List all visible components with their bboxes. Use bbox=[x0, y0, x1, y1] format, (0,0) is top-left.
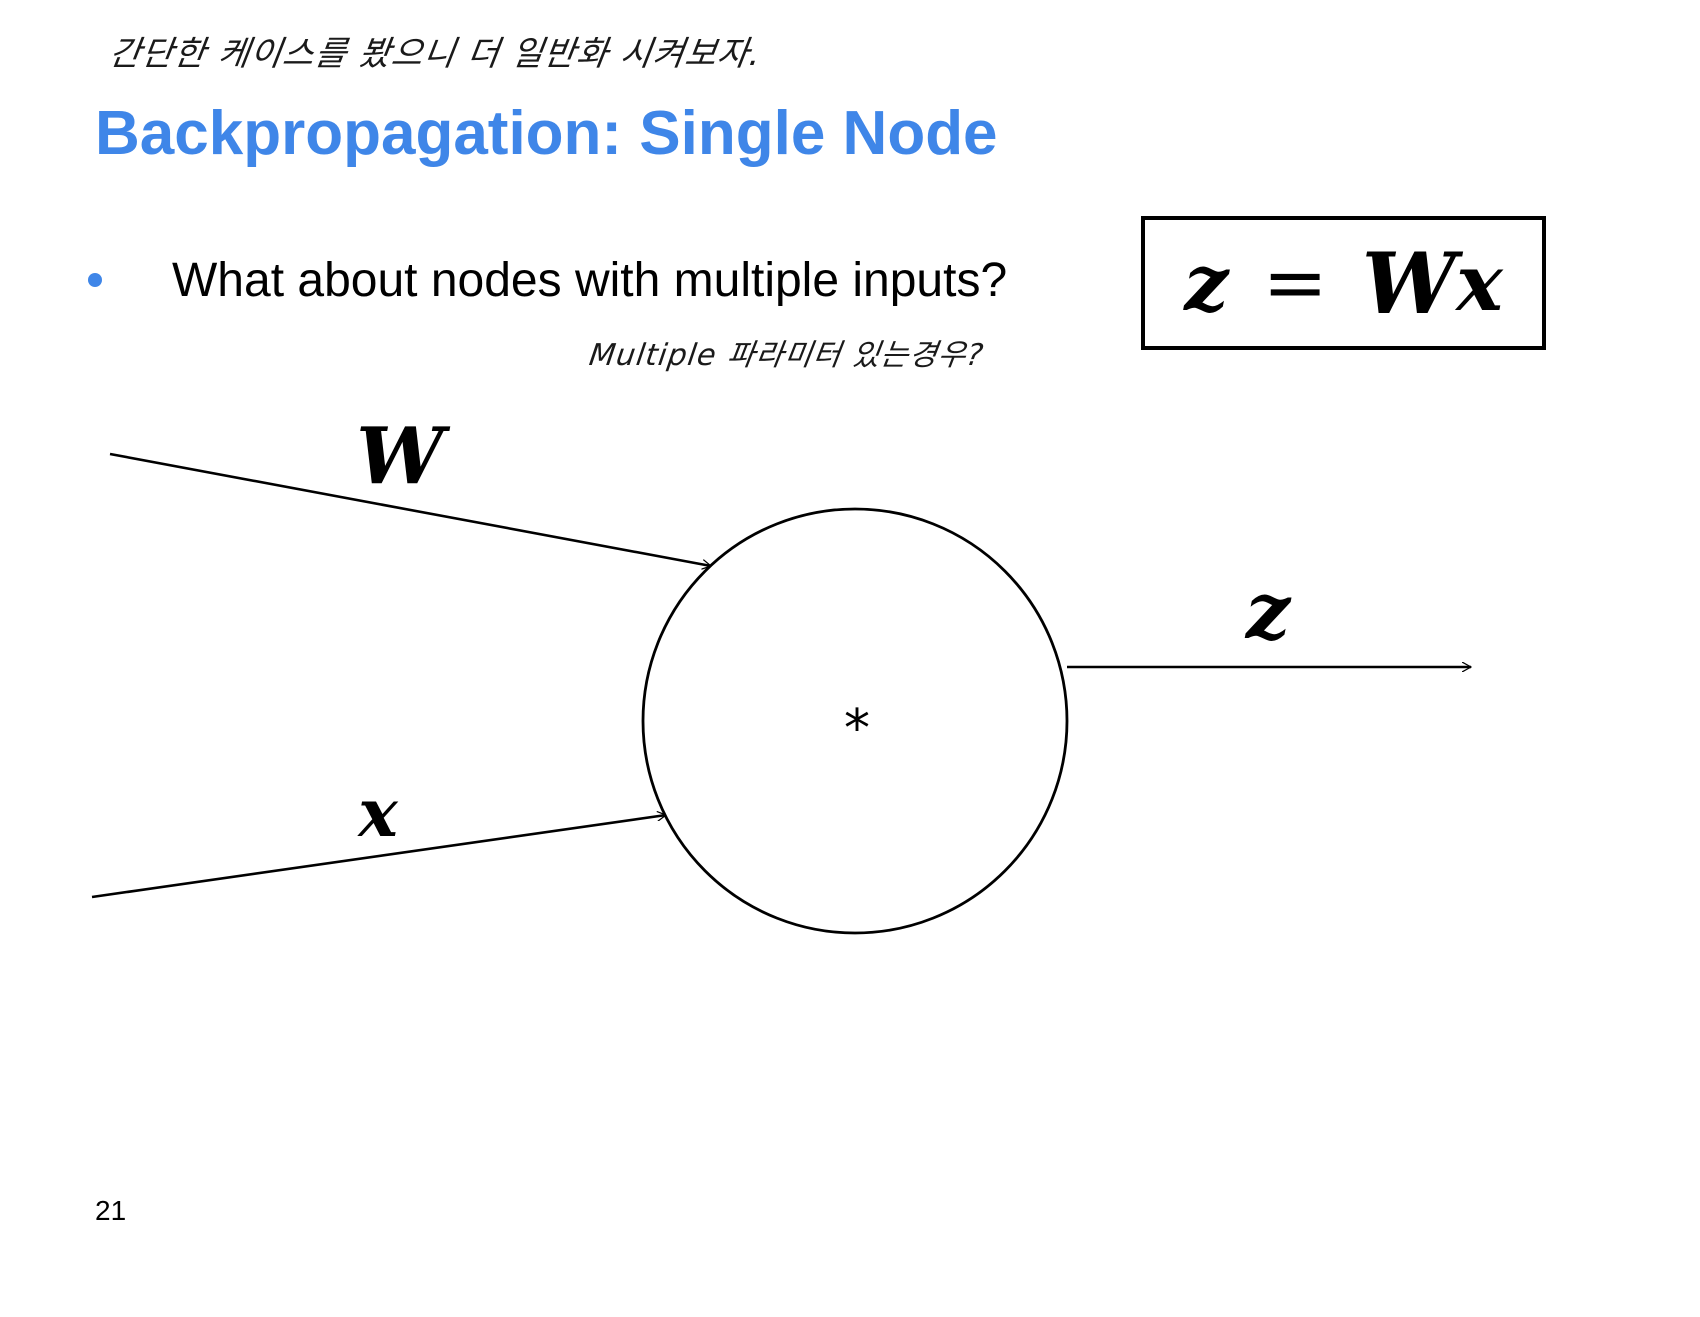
bullet-text: What about nodes with multiple inputs? bbox=[172, 253, 1008, 307]
formula-rhs-vector: x bbox=[1456, 237, 1503, 329]
edge-w-arrow bbox=[109, 452, 711, 566]
page-number: 21 bbox=[95, 1195, 127, 1226]
edge-w-label: W bbox=[356, 411, 451, 502]
multiply-node-label: * bbox=[844, 699, 870, 759]
bullet-item: What about nodes with multiple inputs? bbox=[88, 250, 1007, 310]
slide-title: Backpropagation: Single Node bbox=[95, 99, 998, 168]
formula-equals: = bbox=[1262, 238, 1328, 328]
edge-x-label: x bbox=[356, 774, 398, 852]
formula-rhs-matrix: W bbox=[1361, 233, 1457, 333]
edge-z-label: z bbox=[1244, 566, 1292, 657]
edge-x-arrow bbox=[91, 815, 666, 899]
formula-box: z = W x bbox=[1141, 216, 1546, 350]
formula-lhs: z bbox=[1184, 237, 1229, 329]
bullet-icon bbox=[88, 273, 102, 287]
multiply-node bbox=[641, 507, 1069, 935]
